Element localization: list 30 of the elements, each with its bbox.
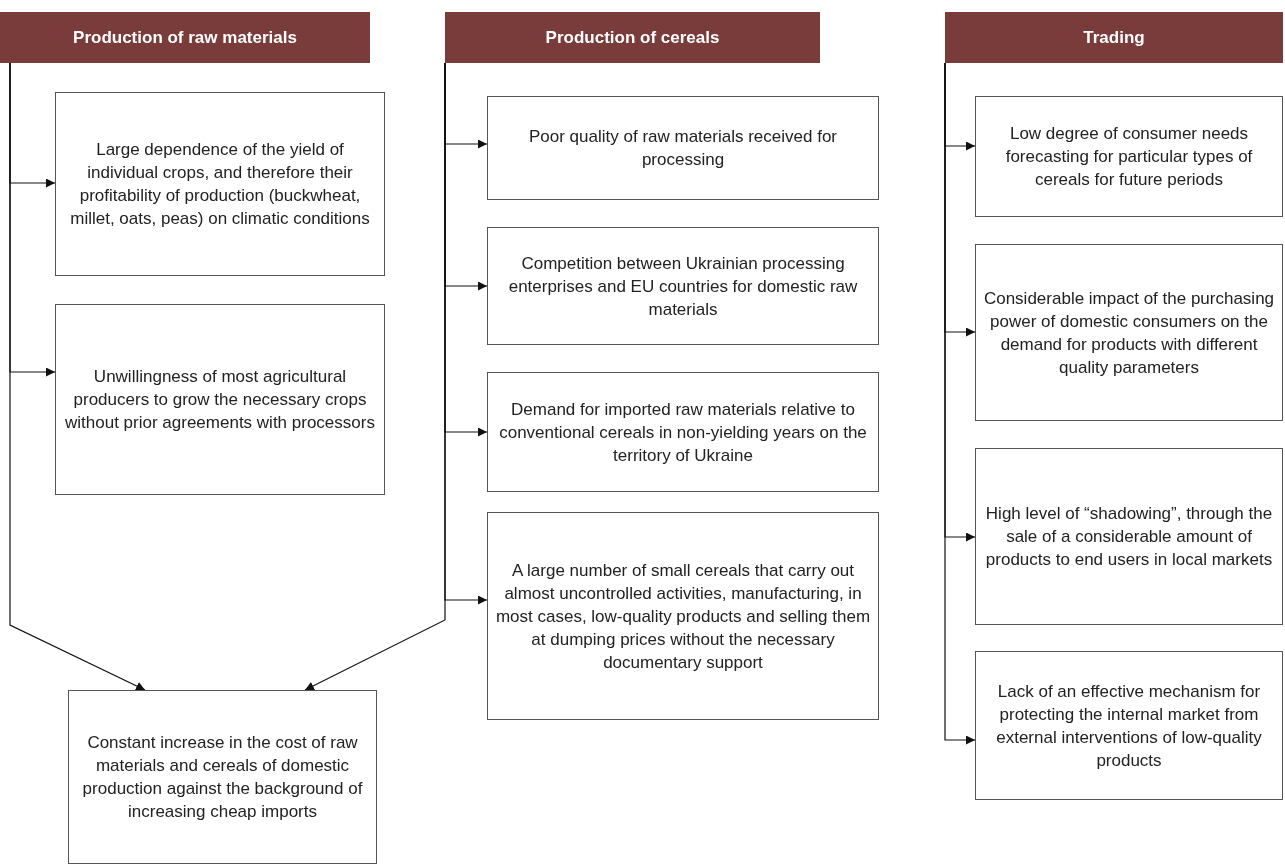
arrow [944,62,976,745]
text-box [487,227,879,345]
box-text: Considerable impact of the purchasing power of domestic consumers on the demand for products with different quality parameters [982,287,1276,379]
text-box [487,96,879,200]
text-box [487,512,879,720]
box-text: Demand for imported raw materials relative to conventional cereals in non-yielding years on the territory of Ukraine [498,398,868,467]
header-bar [0,12,370,63]
text-box [68,690,377,864]
text-box [487,372,879,492]
box-text: Large dependence of the yield of individual crops, and therefore their profitability of production (buckwheat, millet, oats, peas) on climatic conditions [69,139,371,230]
text-box [55,92,385,276]
arrow [9,62,146,691]
box-text: Unwillingness of most agricultural producers to grow the necessary crops without prior agreements with processors [64,366,376,434]
text-box [975,448,1283,625]
box-text: Low degree of consumer needs forecasting for particular types of cereals for future periods [1004,123,1254,191]
header-title: Production of cereals [545,26,720,49]
header-bar [945,12,1283,63]
box-text: Competition between Ukrainian processing enterprises and EU countries for domestic raw materials [507,252,859,321]
header-title: Production of raw materials [73,26,297,49]
box-text: A large number of small cereals that carry out almost uncontrolled activities, manufacturing, in most cases, low-quality products and selling them at dumping prices without the necessary documentary support [494,559,872,674]
text-box [975,651,1283,800]
header-bar [445,12,820,63]
text-box [55,304,385,495]
header-title: Trading [1083,26,1145,49]
box-text: High level of “shadowing”, through the sale of a considerable amount of products to end users in local markets [984,503,1274,571]
box-text: Constant increase in the cost of raw materials and cereals of domestic production against the background of increasing cheap imports [81,732,364,823]
box-text: Lack of an effective mechanism for protecting the internal market from external interventions of low-quality products [995,680,1263,772]
text-box [975,244,1283,421]
text-box [975,96,1283,217]
box-text: Poor quality of raw materials received for processing [528,126,838,171]
